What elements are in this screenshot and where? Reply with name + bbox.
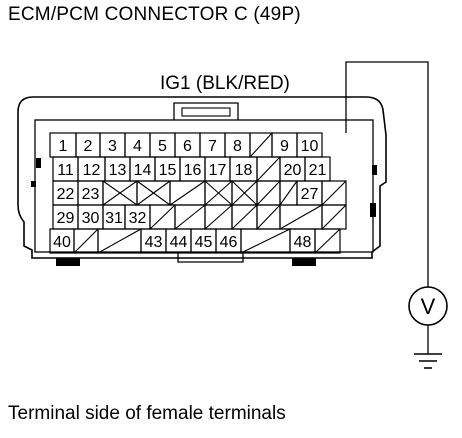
bottom-center-key (177, 252, 244, 263)
terminal-label-12: 12 (83, 162, 101, 179)
terminal-label-17: 17 (209, 162, 227, 179)
terminal-label-40: 40 (53, 234, 71, 251)
terminal-label-15: 15 (159, 162, 177, 179)
terminal-label-9: 9 (280, 138, 289, 155)
unused-terminal-mark (204, 180, 233, 206)
terminal-label-21: 21 (309, 162, 327, 179)
unused-terminal-mark (136, 180, 171, 206)
unused-terminal-mark (279, 180, 298, 206)
unused-terminal-mark (240, 228, 291, 254)
ig1-wire (345, 61, 429, 287)
caption: Terminal side of female terminals (8, 403, 286, 424)
terminal-label-3: 3 (108, 138, 117, 155)
terminal-label-44: 44 (170, 234, 188, 251)
voltmeter-symbol: V (421, 294, 436, 319)
unused-terminal-mark (174, 204, 206, 230)
unused-terminal-mark (314, 228, 341, 254)
unused-terminal-mark (256, 180, 281, 206)
terminal-label-16: 16 (184, 162, 202, 179)
terminal-label-1: 1 (59, 138, 68, 155)
unused-terminal-mark (256, 156, 281, 182)
unused-terminal-mark (279, 204, 323, 230)
terminal-label-30: 30 (82, 210, 100, 227)
terminal-label-5: 5 (158, 138, 167, 155)
terminal-label-43: 43 (145, 234, 163, 251)
connector-title: ECM/PCM CONNECTOR C (49P) (8, 4, 301, 25)
ground-icon (414, 353, 442, 369)
connector-housing (17, 96, 387, 259)
unused-terminal-mark (169, 180, 206, 206)
terminal-label-11: 11 (57, 162, 74, 179)
terminal-label-18: 18 (235, 162, 253, 179)
unused-terminal-mark (102, 180, 138, 206)
unused-terminal-mark (249, 132, 273, 158)
terminal-label-45: 45 (195, 234, 213, 251)
terminal-label-31: 31 (105, 210, 123, 227)
unused-terminal-mark (256, 204, 281, 230)
empty-terminal (314, 228, 341, 254)
lock-tab (173, 102, 239, 120)
unused-terminal-mark (231, 204, 258, 230)
bottom-key-right (292, 258, 316, 266)
terminal-label-20: 20 (284, 162, 302, 179)
terminal-label-10: 10 (301, 138, 319, 155)
terminal-label-23: 23 (82, 186, 100, 203)
terminal-label-29: 29 (57, 210, 75, 227)
unused-terminal-mark (231, 180, 258, 206)
terminal-label-13: 13 (109, 162, 127, 179)
wire-label: IG1 (BLK/RED) (160, 73, 290, 94)
terminal-label-46: 46 (220, 234, 238, 251)
terminal-label-6: 6 (183, 138, 192, 155)
terminal-label-2: 2 (84, 138, 93, 155)
terminal-label-32: 32 (129, 210, 147, 227)
terminal-label-8: 8 (233, 138, 242, 155)
unused-terminal-mark (97, 228, 142, 254)
unused-terminal-mark (321, 204, 347, 230)
terminal-label-4: 4 (133, 138, 142, 155)
bottom-key-left (56, 258, 80, 266)
terminal-label-27: 27 (301, 186, 319, 203)
terminal-label-48: 48 (294, 234, 312, 251)
unused-terminal-mark (321, 180, 347, 206)
voltmeter-icon: V (408, 286, 448, 354)
unused-terminal-mark (149, 204, 176, 230)
unused-terminal-mark (204, 204, 233, 230)
terminal-label-22: 22 (57, 186, 75, 203)
terminal-label-14: 14 (134, 162, 152, 179)
terminal-label-7: 7 (208, 138, 217, 155)
unused-terminal-mark (73, 228, 99, 254)
